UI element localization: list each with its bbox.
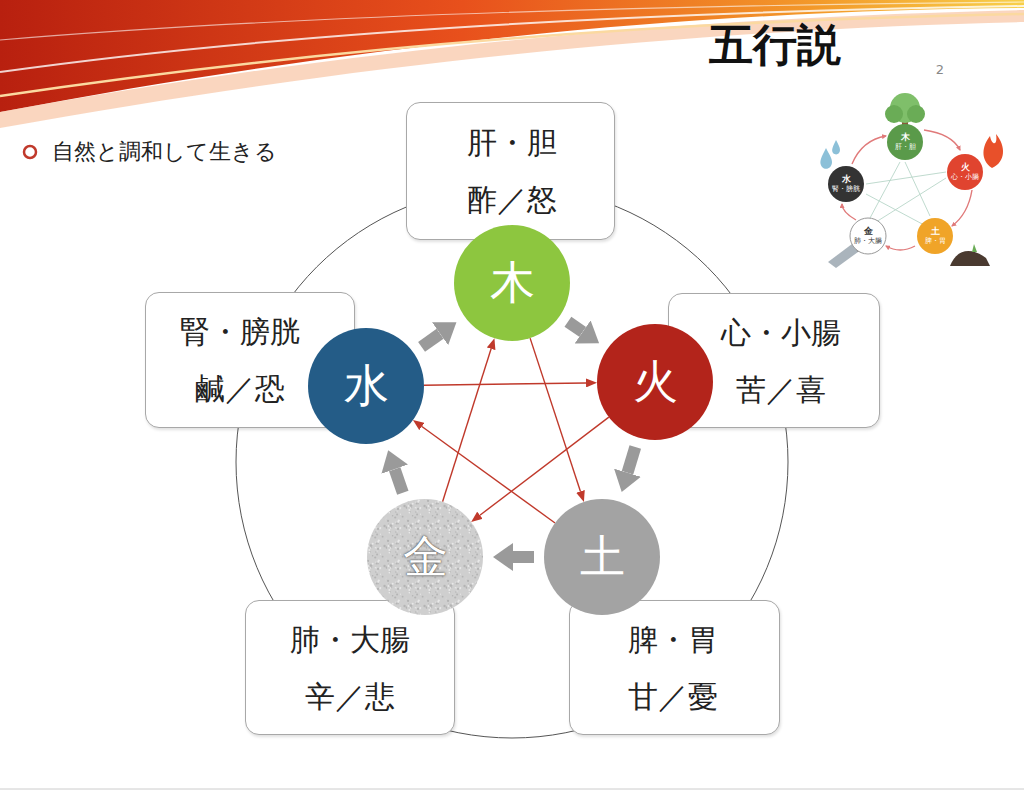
circle-fill [308, 328, 424, 444]
thumb-wood-circle [887, 124, 923, 160]
generating-arrow [513, 551, 534, 563]
thumb-earth-circle [917, 218, 953, 254]
thumb-element: 火 [961, 162, 970, 172]
element-circle: 水 [308, 328, 424, 444]
thumb-arrow [886, 246, 915, 250]
thumb-element: 金 [864, 226, 873, 236]
thumb-arrow [852, 136, 886, 164]
swoosh-line [0, 14, 1024, 96]
thumb-star [866, 162, 946, 226]
water-drop [832, 140, 840, 154]
element-circle: 火 [597, 324, 713, 440]
thumb-element: 木 [901, 132, 910, 142]
element-circle: 木 [454, 225, 570, 341]
generating-arrow [628, 447, 636, 473]
generating-arrow [395, 469, 403, 493]
circle-fill [367, 499, 483, 615]
bullet-text: 自然と調和して生きる [52, 139, 277, 164]
element-name: 水 [308, 328, 424, 444]
bullet-marker [24, 146, 36, 158]
taste-emotion: 酢／怒 [467, 171, 557, 228]
thumb-organ: 肝・胆 [895, 144, 916, 151]
controlling-arrow [530, 338, 580, 491]
tree-figure [885, 93, 925, 128]
organ-name: 脾・胃 [628, 611, 718, 668]
thumb-metal-circle [850, 218, 886, 254]
element-name: 木 [454, 225, 570, 341]
thumb-water-circle [828, 166, 864, 202]
controlling-arrow [443, 349, 492, 502]
element-circle: 金 [367, 499, 483, 615]
controlling-arrow [424, 383, 586, 385]
flame-figure [984, 134, 1004, 168]
organ-name: 肺・大腸 [290, 611, 410, 668]
control-star [866, 162, 946, 226]
organ-name: 心・小腸 [721, 304, 841, 361]
thumb-organ: 腎・膀胱 [832, 186, 860, 193]
circle-fill [544, 499, 660, 615]
circle-fill [597, 324, 713, 440]
thumb-organ: 心・小腸 [951, 174, 979, 181]
element-circle: 土 [544, 499, 660, 615]
slide-title: 五行説 [709, 20, 841, 71]
element-name: 火 [597, 324, 713, 440]
tree-crown [907, 105, 925, 123]
thumb-element: 土 [931, 226, 940, 236]
taste-emotion: 甘／憂 [628, 668, 718, 725]
thumb-organ: 脾・胃 [925, 238, 946, 245]
organ-name: 腎・膀胱 [180, 303, 300, 360]
taste-emotion: 鹹／恐 [195, 360, 285, 417]
page-number: 2 [936, 63, 944, 78]
organ-box: 脾・胃甘／憂 [569, 600, 780, 735]
circle-fill [454, 225, 570, 341]
thumbnail-illustration [820, 93, 1003, 268]
water-drop [820, 148, 832, 169]
thumb-fire-circle [947, 154, 983, 190]
footer-rule [0, 789, 1024, 790]
thumb-organ: 肺・大腸 [854, 238, 882, 245]
element-name: 土 [544, 499, 660, 615]
thumb-arrow [842, 204, 856, 220]
element-name: 金 [367, 499, 483, 615]
generating-arrow [422, 334, 441, 347]
generating-arrow [568, 322, 583, 332]
tree-crown [885, 105, 903, 123]
thumb-element: 水 [842, 174, 851, 184]
taste-emotion: 辛／悲 [305, 668, 395, 725]
organ-box: 肝・胆酢／怒 [406, 102, 615, 240]
knife-blade [828, 244, 858, 268]
thumb-arrow [952, 190, 972, 226]
sprout-figure [972, 244, 977, 252]
organ-name: 肝・胆 [467, 114, 557, 171]
organ-box: 肺・大腸辛／悲 [245, 600, 455, 735]
swoosh-line [0, 2, 1024, 40]
taste-emotion: 苦／喜 [736, 361, 826, 418]
thumb-arrow [924, 130, 960, 150]
cycle-ring [236, 186, 788, 738]
water-drops [820, 140, 840, 169]
soil-figure [950, 251, 990, 266]
